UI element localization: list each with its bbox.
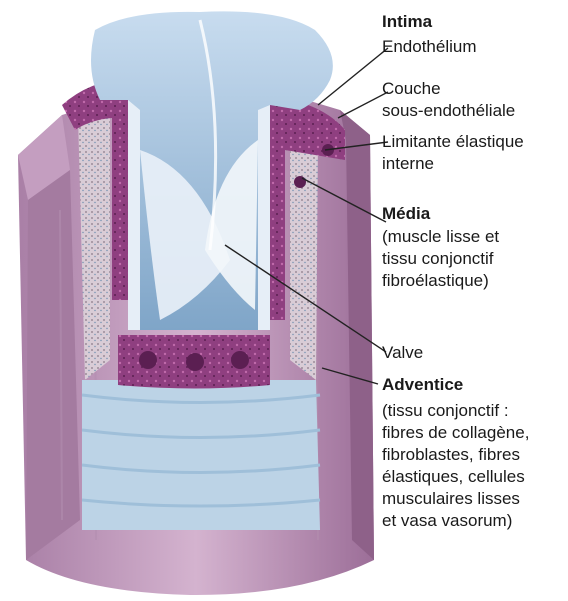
label-internal-elastic: Limitante élastique interne — [382, 131, 524, 175]
label-adventitia: Adventice — [382, 374, 463, 396]
label-valve: Valve — [382, 342, 423, 364]
label-intima: Intima — [382, 11, 432, 33]
label-media-description: (muscle lisse et tissu conjonctif fibroé… — [382, 226, 499, 292]
label-subendothelial: Couche sous-endothéliale — [382, 78, 515, 122]
leader-subendothelial — [338, 92, 388, 118]
label-endothelium: Endothélium — [382, 36, 477, 58]
label-adventitia-description: (tissu conjonctif : fibres de collagène,… — [382, 400, 529, 532]
label-media: Média — [382, 203, 430, 225]
